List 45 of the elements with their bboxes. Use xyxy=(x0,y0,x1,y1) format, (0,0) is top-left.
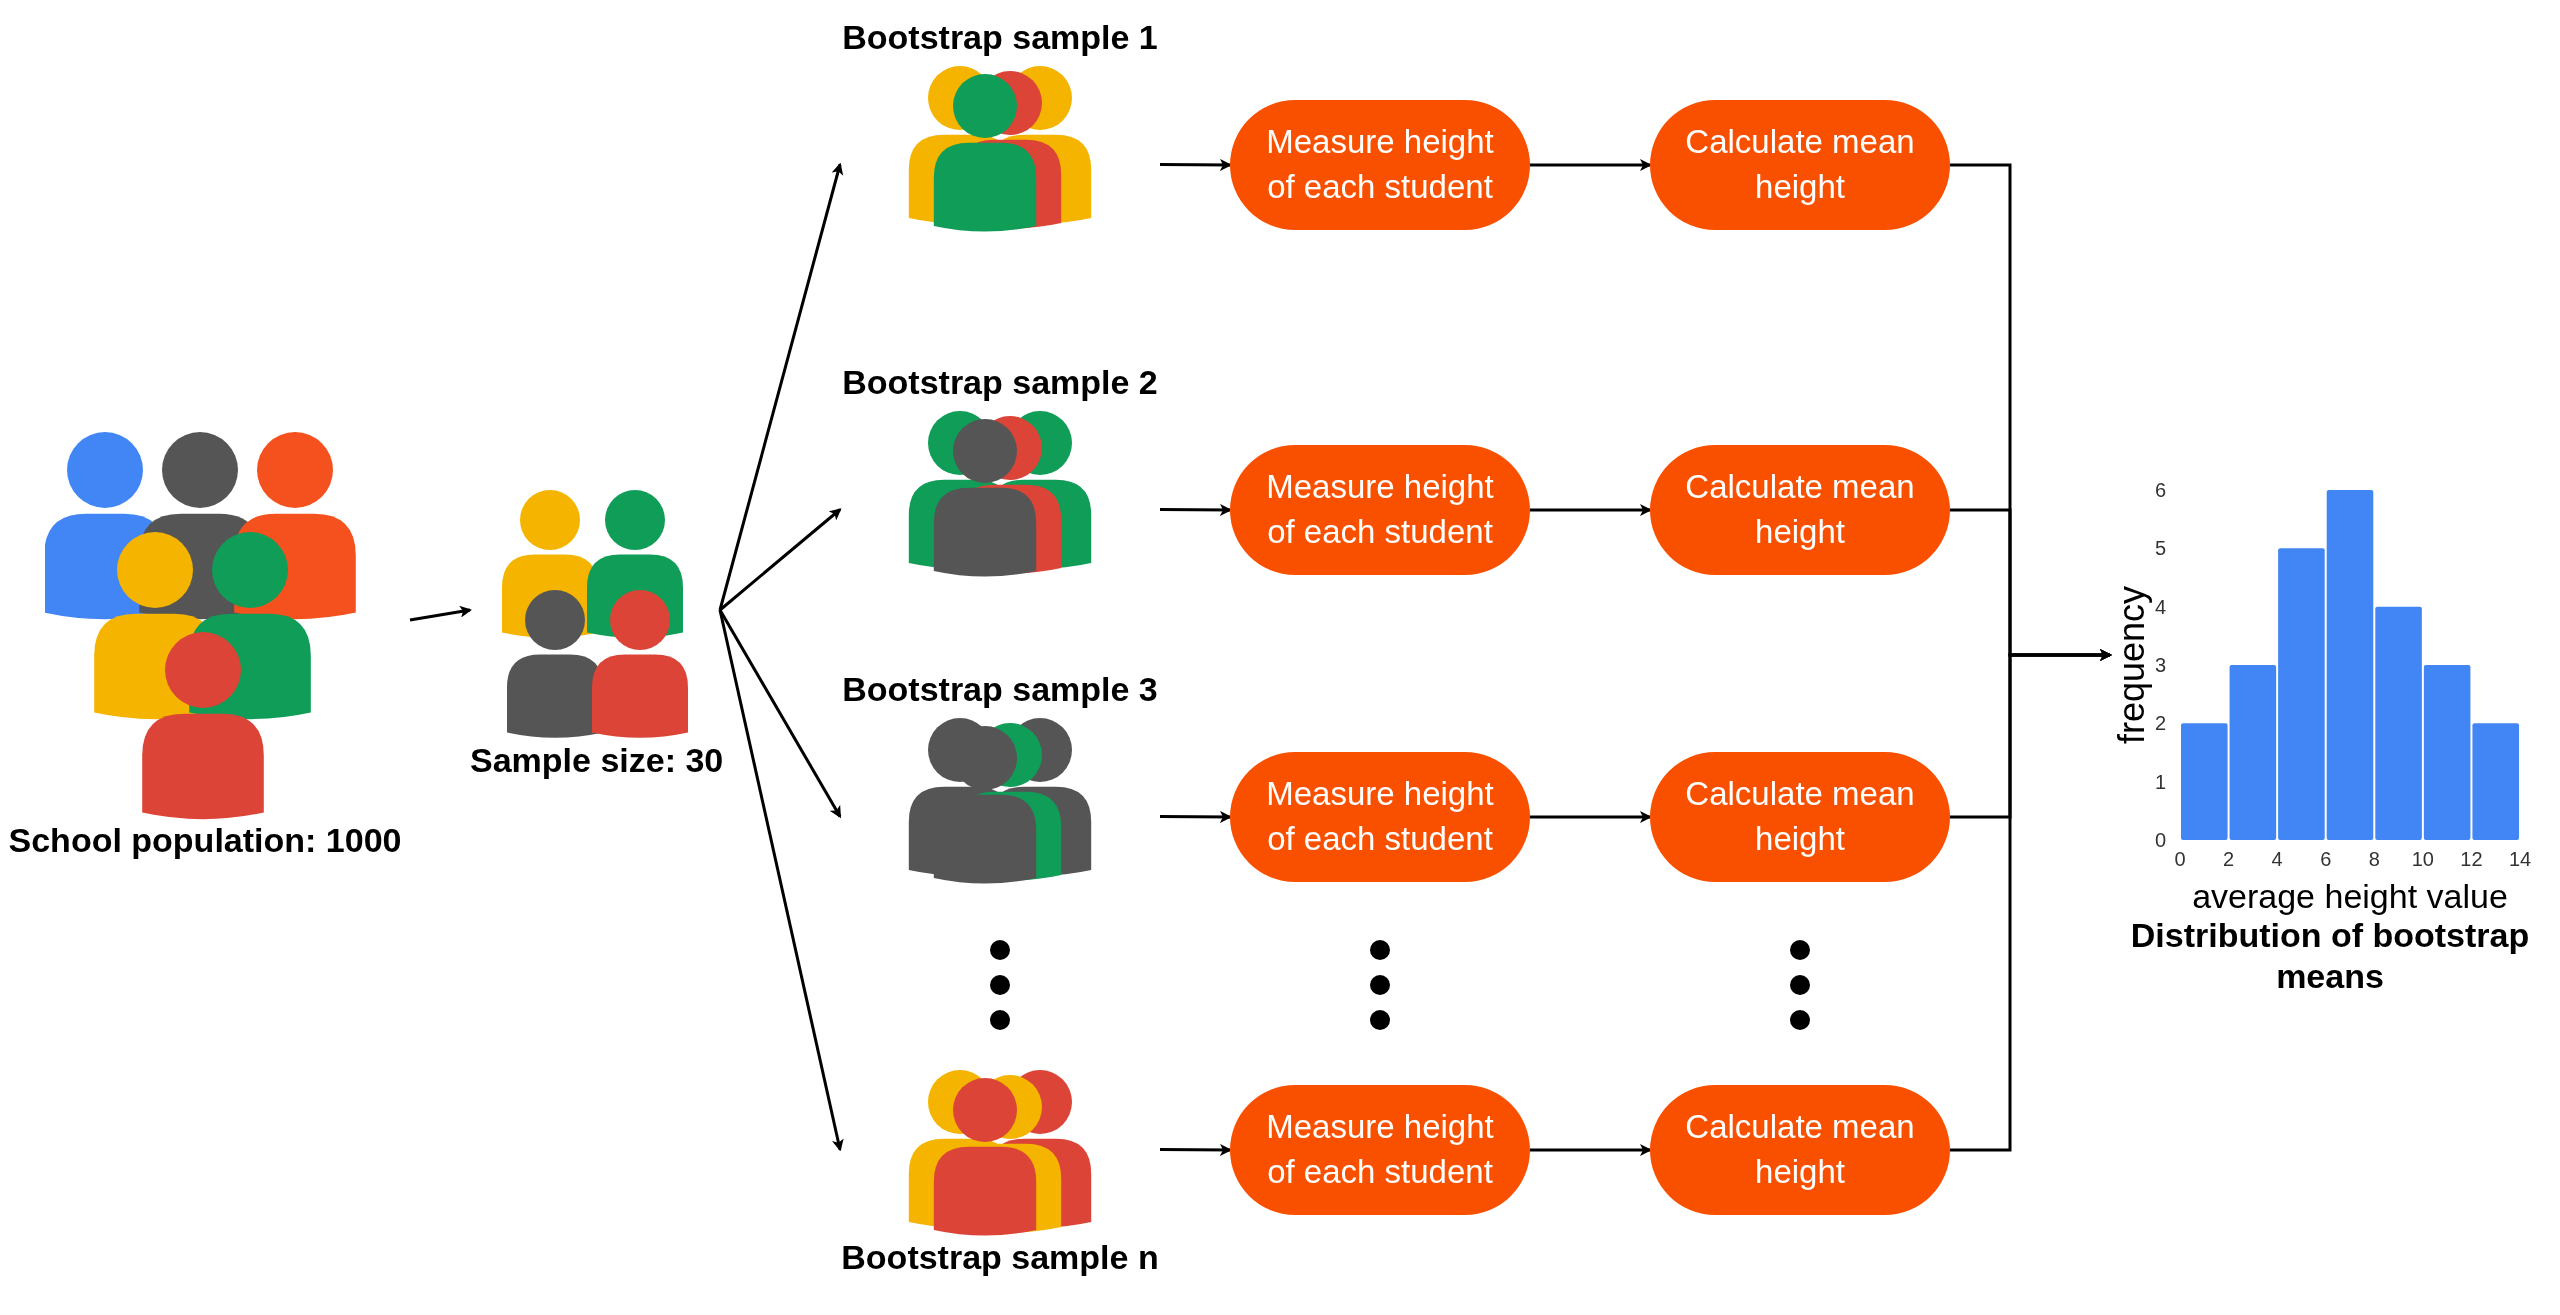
tick-label: 12 xyxy=(2460,848,2483,870)
axis-title: average height value xyxy=(2192,877,2508,915)
arrow xyxy=(718,162,844,611)
tick-label: 5 xyxy=(2154,537,2166,560)
tick-label: 0 xyxy=(2154,829,2166,851)
process-box: Calculate mean height xyxy=(1650,752,1950,882)
tick-label: 0 xyxy=(2174,848,2186,870)
arrow xyxy=(1530,159,1652,171)
arrow xyxy=(718,609,844,1152)
tick-label: 6 xyxy=(2154,479,2166,501)
node-label: School population: 1000 xyxy=(7,820,403,861)
process-box: Calculate mean height xyxy=(1650,100,1950,230)
process-box: Measure height of each student xyxy=(1230,100,1530,230)
arrow xyxy=(1160,810,1232,823)
arrow xyxy=(1530,811,1652,823)
process-box: Measure height of each student xyxy=(1230,1085,1530,1215)
arrow xyxy=(1950,649,2112,1152)
tick-label: 1 xyxy=(2154,770,2166,793)
node-label: Bootstrap sample 3 xyxy=(841,669,1159,710)
node-label: Distribution of bootstrap means xyxy=(2130,915,2530,997)
node-label: Bootstrap sample n xyxy=(840,1237,1160,1278)
tick-label: 10 xyxy=(2411,848,2434,870)
node-label: Sample size: 30 xyxy=(470,740,720,781)
tick-label: 14 xyxy=(2508,848,2532,870)
tick-label: 2 xyxy=(2154,712,2166,735)
process-box: Calculate mean height xyxy=(1650,445,1950,575)
arrow xyxy=(1160,1143,1232,1156)
arrow xyxy=(1530,1144,1652,1156)
arrow xyxy=(719,508,842,612)
tick-label: 6 xyxy=(2320,848,2332,870)
node-label: Bootstrap sample 2 xyxy=(841,362,1159,403)
process-box: Calculate mean height xyxy=(1650,1085,1950,1215)
tick-label: 4 xyxy=(2154,595,2166,618)
process-box: Measure height of each student xyxy=(1230,445,1530,575)
node-label: Bootstrap sample 1 xyxy=(841,17,1159,58)
arrow xyxy=(1160,503,1232,516)
arrow xyxy=(1530,504,1652,516)
tick-label: 4 xyxy=(2271,848,2283,870)
tick-label: 2 xyxy=(2223,848,2235,870)
tick-label: 8 xyxy=(2368,848,2380,870)
arrow xyxy=(409,605,472,622)
arrow xyxy=(1160,158,1232,171)
tick-label: 3 xyxy=(2154,654,2166,676)
process-box: Measure height of each student xyxy=(1230,752,1530,882)
axis-title: frequency xyxy=(2111,585,2152,745)
